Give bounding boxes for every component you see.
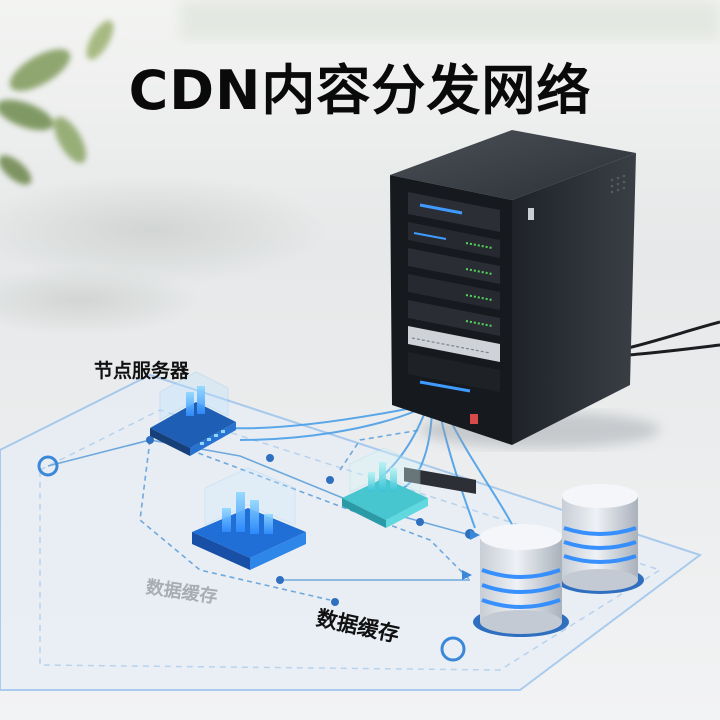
page-title: CDN内容分发网络	[128, 59, 592, 122]
black-cables	[627, 320, 720, 357]
server-tower	[390, 130, 660, 494]
node-server-label: 节点服务器	[94, 360, 190, 382]
arrow-icon	[470, 530, 480, 540]
endpoint-ring	[440, 636, 466, 662]
diagram-inner-panel	[39, 409, 662, 671]
database-cylinder-back	[556, 484, 644, 594]
server-side	[512, 153, 636, 445]
window-backdrop	[180, 0, 720, 40]
plant-leaves	[0, 20, 114, 185]
arrow-icon	[462, 570, 472, 580]
device-port-lights	[200, 430, 225, 445]
server-grille	[610, 174, 626, 194]
rack-units	[408, 192, 500, 393]
leaf-shadow	[0, 175, 330, 285]
cache-module-cyan	[342, 447, 428, 528]
cache-module-large	[192, 467, 306, 570]
database-cylinder-front	[473, 524, 569, 637]
endpoint-ring	[37, 455, 59, 477]
server-ports	[404, 414, 478, 494]
node-server-device	[150, 371, 236, 456]
leaf-shadow	[0, 265, 200, 335]
server-top	[390, 130, 636, 200]
server-badge	[528, 208, 534, 220]
